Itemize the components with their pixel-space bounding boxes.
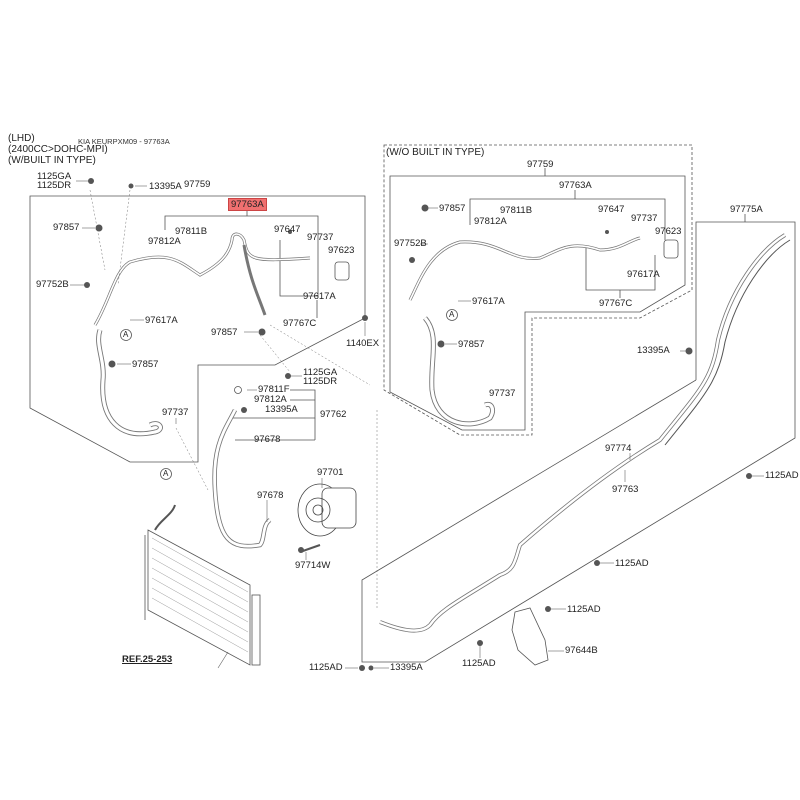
- part-label[interactable]: 13395A: [390, 662, 423, 673]
- part-label[interactable]: 97678: [257, 490, 284, 501]
- part-label[interactable]: 1125GA: [303, 367, 338, 378]
- compressor-drawing: [297, 483, 357, 553]
- cap-97623-right: [663, 239, 679, 259]
- part-label[interactable]: 1125AD: [615, 558, 649, 569]
- part-label[interactable]: 97762: [320, 409, 347, 420]
- section-marker-a: A: [123, 330, 129, 339]
- part-label[interactable]: 97759: [527, 159, 554, 170]
- built-in-type-label: (W/BUILT IN TYPE): [8, 155, 96, 166]
- part-label[interactable]: 97763A: [559, 180, 592, 191]
- highlighted-part-97763A[interactable]: 97763A: [228, 198, 267, 211]
- part-label[interactable]: 97812A: [474, 216, 507, 227]
- section-marker-a: A: [449, 310, 455, 319]
- engine-label: (2400CC>DOHC-MPI): [8, 144, 108, 155]
- part-label[interactable]: 97763: [612, 484, 639, 495]
- part-label[interactable]: 1125AD: [309, 662, 343, 673]
- part-label[interactable]: 97767C: [283, 318, 317, 329]
- part-label[interactable]: 97759: [184, 179, 211, 190]
- part-label[interactable]: 97617A: [472, 296, 505, 307]
- part-label[interactable]: 97647: [598, 204, 625, 215]
- part-label[interactable]: 97811F: [258, 384, 290, 395]
- part-label[interactable]: 97857: [458, 339, 485, 350]
- part-label[interactable]: 1125AD: [567, 604, 601, 615]
- part-label[interactable]: 97617A: [145, 315, 178, 326]
- part-label[interactable]: 97857: [132, 359, 159, 370]
- catalog-caption: KIA KEURPXM09 - 97763A: [78, 137, 170, 146]
- part-label[interactable]: 97857: [439, 203, 466, 214]
- part-label[interactable]: 97767C: [599, 298, 633, 309]
- part-label[interactable]: 97774: [605, 443, 632, 454]
- part-label[interactable]: 13395A: [265, 404, 298, 415]
- part-label[interactable]: 97701: [317, 467, 344, 478]
- right-group-frame: [389, 175, 686, 431]
- part-label[interactable]: 1125AD: [765, 470, 799, 481]
- part-label[interactable]: 97714W: [295, 560, 331, 571]
- part-label[interactable]: 97617A: [303, 291, 336, 302]
- lhd-label: (LHD): [8, 133, 35, 144]
- wo-built-in-type-label: (W/O BUILT IN TYPE): [386, 147, 485, 158]
- part-label-highlighted: 97763A: [228, 198, 267, 211]
- reference-link[interactable]: REF.25-253: [122, 654, 173, 665]
- part-label[interactable]: 97737: [307, 232, 334, 243]
- part-label[interactable]: 97857: [211, 327, 238, 338]
- part-label[interactable]: 97857: [53, 222, 80, 233]
- part-label[interactable]: 97737: [162, 407, 189, 418]
- part-label[interactable]: 97737: [489, 388, 516, 399]
- section-marker-a: A: [163, 469, 169, 478]
- part-label[interactable]: 97644B: [565, 645, 598, 656]
- part-label[interactable]: 1125GA: [37, 171, 72, 182]
- part-label[interactable]: 13395A: [637, 345, 670, 356]
- part-label[interactable]: 1125AD: [462, 658, 496, 669]
- part-label[interactable]: 1125DR: [303, 376, 338, 387]
- part-label[interactable]: 97811B: [175, 226, 208, 237]
- part-label[interactable]: 97811B: [500, 205, 533, 216]
- part-label[interactable]: 97812A: [254, 394, 287, 405]
- part-label[interactable]: 1140EX: [346, 338, 380, 349]
- part-label[interactable]: 13395A: [149, 181, 182, 192]
- rear-group-frame: [361, 221, 796, 663]
- cap-97623-left: [334, 261, 350, 281]
- condenser-drawing: [144, 504, 261, 666]
- left-group-frame: [29, 195, 366, 463]
- part-label[interactable]: 97752B: [36, 279, 69, 290]
- part-label[interactable]: 97647: [274, 224, 301, 235]
- part-label[interactable]: 97737: [631, 213, 658, 224]
- part-label[interactable]: 97775A: [730, 204, 763, 215]
- bracket-drawing: [511, 607, 549, 666]
- part-label[interactable]: 97617A: [627, 269, 660, 280]
- part-label[interactable]: 97678: [254, 434, 281, 445]
- part-label[interactable]: 97623: [328, 245, 355, 256]
- part-label[interactable]: 97623: [655, 226, 682, 237]
- part-label[interactable]: 1125DR: [37, 180, 72, 191]
- part-label[interactable]: 97812A: [148, 236, 181, 247]
- part-label[interactable]: 97752B: [394, 238, 427, 249]
- wo-built-in-dashed-frame: [383, 144, 693, 436]
